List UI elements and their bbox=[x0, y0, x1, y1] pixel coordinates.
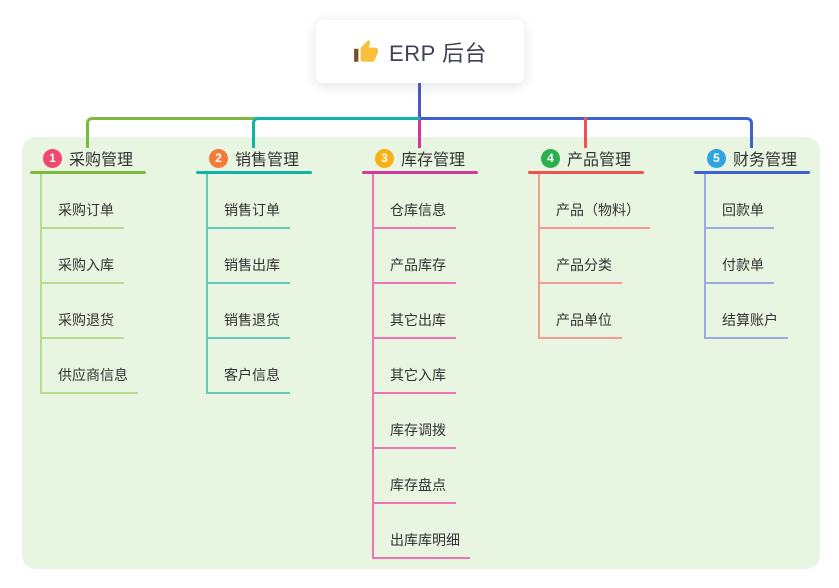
root-title: ERP 后台 bbox=[389, 40, 487, 66]
child-node-row: 采购订单 bbox=[42, 174, 146, 229]
child-node[interactable]: 回款单 bbox=[706, 200, 774, 229]
branch-number-badge: 3 bbox=[375, 148, 394, 168]
connector-branch-2 bbox=[252, 117, 422, 148]
child-node[interactable]: 客户信息 bbox=[208, 365, 290, 394]
child-node-row: 结算账户 bbox=[706, 284, 810, 339]
branch-columns: 1 采购管理 采购订单 采购入库 采购退货 供应商信息 2 销售管理 销售订单 … bbox=[30, 148, 810, 559]
branch-children: 销售订单 销售出库 销售退货 客户信息 bbox=[206, 174, 312, 394]
branch-children: 仓库信息 产品库存 其它出库 其它入库 库存调拨 库存盘点 出库库明细 bbox=[372, 174, 478, 559]
branch-number-badge: 2 bbox=[209, 148, 228, 168]
child-node[interactable]: 仓库信息 bbox=[374, 200, 456, 229]
branch-children: 产品（物料） 产品分类 产品单位 bbox=[538, 174, 650, 339]
branch-node[interactable]: 4 产品管理 bbox=[528, 148, 644, 169]
child-node[interactable]: 销售退货 bbox=[208, 310, 290, 339]
branch-column: 5 财务管理 回款单 付款单 结算账户 bbox=[694, 148, 810, 559]
child-node[interactable]: 采购退货 bbox=[42, 310, 124, 339]
branch-title: 产品管理 bbox=[567, 152, 632, 169]
child-node[interactable]: 产品（物料） bbox=[540, 200, 650, 229]
child-node-row: 产品库存 bbox=[374, 229, 478, 284]
connector-branch-4-drop bbox=[584, 117, 587, 148]
child-node-row: 采购退货 bbox=[42, 284, 146, 339]
child-node-row: 其它出库 bbox=[374, 284, 478, 339]
branch-node[interactable]: 5 财务管理 bbox=[694, 148, 810, 169]
child-node[interactable]: 产品单位 bbox=[540, 310, 622, 339]
child-node[interactable]: 库存调拨 bbox=[374, 420, 456, 449]
child-node-row: 回款单 bbox=[706, 174, 810, 229]
child-node[interactable]: 供应商信息 bbox=[42, 365, 138, 394]
branch-title: 销售管理 bbox=[235, 152, 300, 169]
branch-column: 1 采购管理 采购订单 采购入库 采购退货 供应商信息 bbox=[30, 148, 146, 559]
child-node-row: 仓库信息 bbox=[374, 174, 478, 229]
child-node[interactable]: 出库库明细 bbox=[374, 530, 470, 559]
branch-underline bbox=[30, 171, 146, 174]
connector-branch-3-drop bbox=[418, 120, 421, 148]
branch-title: 财务管理 bbox=[733, 152, 798, 169]
branch-number-badge: 1 bbox=[43, 148, 62, 168]
connector-root-drop bbox=[418, 83, 421, 120]
child-node-row: 销售订单 bbox=[208, 174, 312, 229]
child-node-row: 库存盘点 bbox=[374, 449, 478, 504]
branch-underline bbox=[694, 171, 810, 174]
child-node[interactable]: 销售出库 bbox=[208, 255, 290, 284]
child-node[interactable]: 采购订单 bbox=[42, 200, 124, 229]
branch-children: 回款单 付款单 结算账户 bbox=[704, 174, 810, 339]
branch-number-badge: 5 bbox=[707, 148, 726, 168]
child-node[interactable]: 库存盘点 bbox=[374, 475, 456, 504]
branch-children: 采购订单 采购入库 采购退货 供应商信息 bbox=[40, 174, 146, 394]
branch-column: 2 销售管理 销售订单 销售出库 销售退货 客户信息 bbox=[196, 148, 312, 559]
branch-column: 4 产品管理 产品（物料） 产品分类 产品单位 bbox=[528, 148, 650, 559]
branch-title: 库存管理 bbox=[401, 152, 466, 169]
child-node-row: 销售退货 bbox=[208, 284, 312, 339]
child-node-row: 产品（物料） bbox=[540, 174, 650, 229]
connector-branch-1 bbox=[86, 117, 256, 148]
child-node[interactable]: 其它出库 bbox=[374, 310, 456, 339]
child-node-row: 产品分类 bbox=[540, 229, 644, 284]
child-node-row: 出库库明细 bbox=[374, 504, 478, 559]
child-node[interactable]: 销售订单 bbox=[208, 200, 290, 229]
branch-underline bbox=[362, 171, 478, 174]
branch-node[interactable]: 3 库存管理 bbox=[362, 148, 478, 169]
branch-underline bbox=[528, 171, 644, 174]
branch-node[interactable]: 2 销售管理 bbox=[196, 148, 312, 169]
child-node[interactable]: 产品库存 bbox=[374, 255, 456, 284]
branch-column: 3 库存管理 仓库信息 产品库存 其它出库 其它入库 库存调拨 库存盘点 出库库… bbox=[362, 148, 478, 559]
child-node-row: 供应商信息 bbox=[42, 339, 146, 394]
branch-title: 采购管理 bbox=[69, 152, 134, 169]
child-node-row: 库存调拨 bbox=[374, 394, 478, 449]
root-node[interactable]: ERP 后台 bbox=[316, 20, 524, 83]
child-node-row: 客户信息 bbox=[208, 339, 312, 394]
child-node-row: 付款单 bbox=[706, 229, 810, 284]
child-node[interactable]: 采购入库 bbox=[42, 255, 124, 284]
thumbs-up-icon bbox=[353, 39, 379, 65]
child-node[interactable]: 结算账户 bbox=[706, 310, 788, 339]
branch-node[interactable]: 1 采购管理 bbox=[30, 148, 146, 169]
child-node-row: 产品单位 bbox=[540, 284, 644, 339]
branches-panel bbox=[22, 137, 820, 569]
child-node-row: 销售出库 bbox=[208, 229, 312, 284]
child-node[interactable]: 产品分类 bbox=[540, 255, 622, 284]
child-node-row: 其它入库 bbox=[374, 339, 478, 394]
branch-underline bbox=[196, 171, 312, 174]
child-node[interactable]: 其它入库 bbox=[374, 365, 456, 394]
child-node[interactable]: 付款单 bbox=[706, 255, 774, 284]
branch-number-badge: 4 bbox=[541, 148, 560, 168]
child-node-row: 采购入库 bbox=[42, 229, 146, 284]
